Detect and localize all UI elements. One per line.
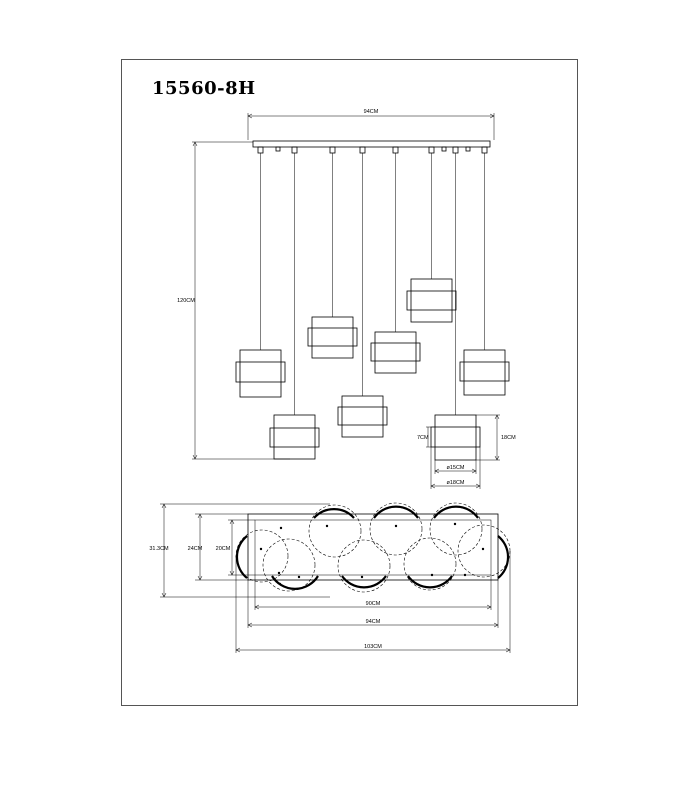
pendant-shade bbox=[307, 316, 358, 359]
pendant-shade bbox=[406, 278, 457, 323]
band-height-dimension: 7CM bbox=[417, 426, 431, 448]
suspension-cords bbox=[260, 153, 485, 415]
ceiling-canopy bbox=[252, 140, 491, 148]
height-label: 120CM bbox=[177, 298, 195, 304]
canopy-inner-outline bbox=[254, 519, 492, 576]
suspension-connectors bbox=[257, 146, 488, 154]
pendant-shade bbox=[430, 414, 481, 461]
shade-footprints bbox=[235, 502, 511, 593]
outer-diameter-dimension: ø18CM bbox=[430, 447, 481, 489]
shade-outlines bbox=[235, 505, 510, 590]
pendant-shade bbox=[337, 395, 388, 438]
depth-inner-label: 20CM bbox=[216, 546, 231, 552]
depth-inner-dimension: 20CM bbox=[216, 519, 255, 576]
top-view: 31.3CM 24CM 20CM 90CM bbox=[149, 502, 511, 653]
canopy-width-dimension: 94CM bbox=[247, 109, 495, 140]
band-height-label: 7CM bbox=[417, 435, 429, 441]
depth-outer-dimension: 31.3CM bbox=[149, 503, 330, 598]
pendant-shade bbox=[269, 414, 320, 460]
model-number: 15560-8H bbox=[152, 78, 256, 99]
inner-diameter-label: ø15CM bbox=[446, 465, 464, 471]
shade-height-label: 18CM bbox=[501, 435, 516, 441]
shade-height-dimension: 18CM bbox=[476, 414, 516, 461]
depth-canopy-label: 24CM bbox=[188, 546, 203, 552]
front-view: 94CM bbox=[177, 109, 516, 489]
mounting-points bbox=[259, 522, 485, 586]
width-canopy-dimension: 94CM bbox=[247, 580, 499, 628]
depth-canopy-dimension: 24CM bbox=[188, 513, 248, 581]
pendant-shade bbox=[370, 331, 421, 374]
width-canopy-label: 94CM bbox=[366, 619, 381, 625]
outer-diameter-label: ø18CM bbox=[446, 480, 464, 486]
inner-diameter-dimension: ø15CM bbox=[434, 460, 477, 474]
canopy-width-label: 94CM bbox=[364, 109, 379, 115]
depth-outer-label: 31.3CM bbox=[149, 546, 169, 552]
width-inner-dimension: 90CM bbox=[254, 575, 492, 610]
drawing-frame bbox=[121, 59, 578, 706]
width-inner-label: 90CM bbox=[366, 601, 381, 607]
canopy-outline bbox=[247, 513, 499, 581]
width-overall-dimension: 103CM bbox=[235, 551, 511, 653]
pendant-shade bbox=[459, 349, 510, 396]
height-dimension: 120CM bbox=[177, 141, 290, 460]
width-overall-label: 103CM bbox=[364, 644, 382, 650]
pendant-shade bbox=[235, 349, 286, 398]
